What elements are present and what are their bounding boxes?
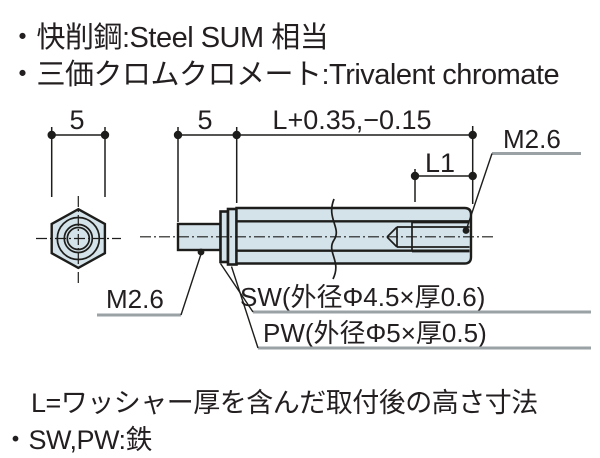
dimensions: 5 5 L+0.35,−0.15 L1 (47, 105, 477, 222)
label-plain-washer: PW(外径Φ5×厚0.5) (230, 266, 591, 350)
spring-washer-text: SW(外径Φ4.5×厚0.6) (240, 282, 485, 312)
callouts: M2.6 M2.6 SW(外径Φ4.5×厚0.6) PW(外径Φ5×厚0.5) (97, 124, 591, 350)
plating-note: ・三価クロムクロメート:Trivalent chromate (8, 59, 560, 91)
note-height-definition: L=ワッシャー厚を含んだ取付後の高さ寸法 (31, 388, 538, 418)
thread-size-top-text: M2.6 (503, 124, 561, 154)
dim-overall-length-value: L+0.35,−0.15 (272, 105, 431, 135)
dim-overall-length: L+0.35,−0.15 (236, 105, 477, 204)
dim-thread-depth: L1 (410, 148, 477, 202)
thread-size-bottom-text: M2.6 (106, 284, 164, 314)
dim-hex-width: 5 (47, 105, 110, 197)
dim-thread-depth-value: L1 (425, 148, 455, 178)
body-outline (235, 206, 473, 265)
label-spring-washer: SW(外径Φ4.5×厚0.6) (219, 263, 591, 314)
dim-hex-width-value: 5 (69, 105, 84, 135)
dim-stud-length: 5 (173, 105, 241, 222)
label-thread-size-bottom: M2.6 (97, 248, 205, 317)
note-washer-material: ・SW,PW:鉄 (2, 425, 153, 455)
side-view (140, 198, 493, 280)
tapped-hole (386, 221, 470, 253)
break-line (330, 198, 338, 280)
hex-end-view (36, 196, 121, 284)
dim-stud-length-value: 5 (197, 105, 212, 135)
label-thread-size-top: M2.6 (462, 124, 581, 234)
plain-washer-text: PW(外径Φ5×厚0.5) (263, 318, 487, 348)
material-note: ・快削鋼:Steel SUM 相当 (8, 22, 329, 54)
